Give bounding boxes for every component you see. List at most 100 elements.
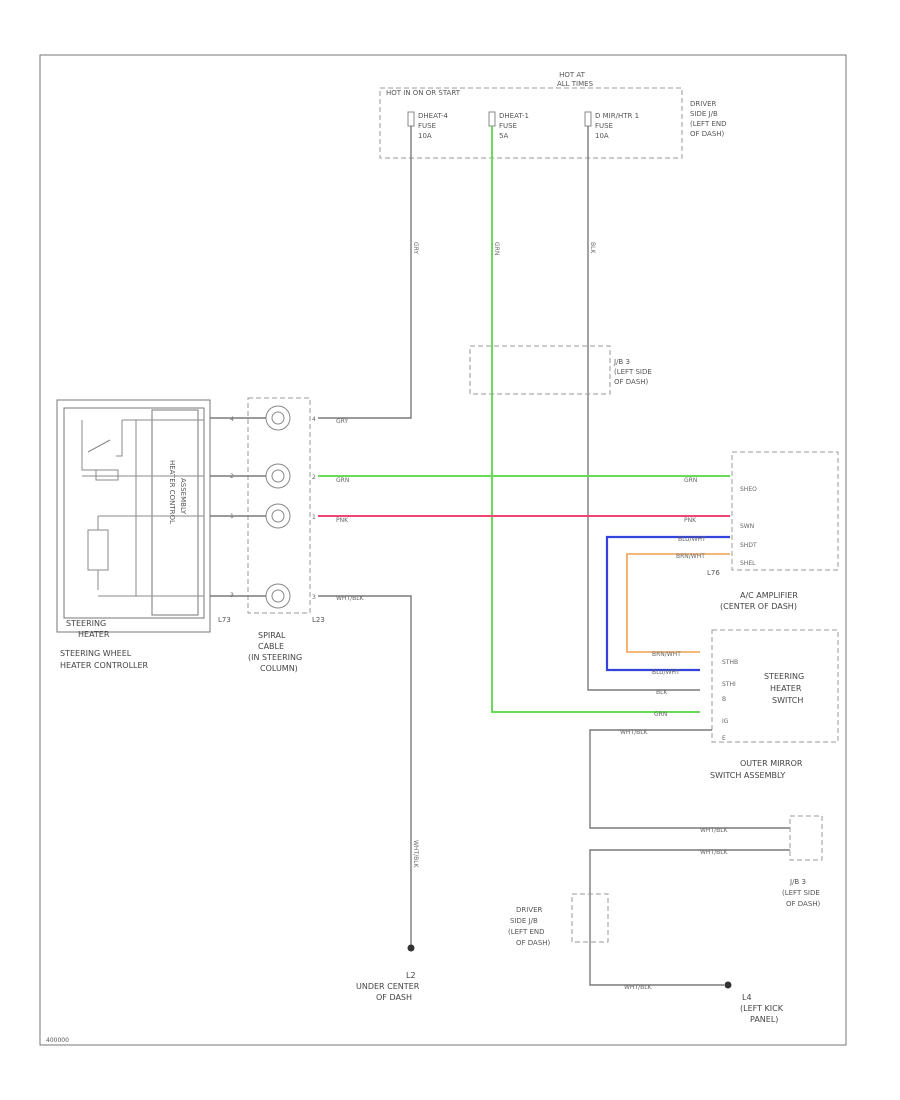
- svg-text:BRN/WHT: BRN/WHT: [676, 553, 705, 560]
- mirror-pin-b: B: [722, 696, 726, 703]
- mirror-pin-ig: IG: [722, 718, 729, 725]
- mirror-pin-e: E: [722, 735, 726, 742]
- ground-l2-name: L2: [406, 971, 416, 980]
- hot-in-on-label: HOT IN ON OR START: [386, 89, 461, 97]
- driver-jb-label-1: DRIVER: [516, 906, 543, 914]
- jb3-top-label-2: (LEFT SIDE: [614, 368, 652, 376]
- wire-gry-vertical: GRY GRY: [318, 126, 419, 425]
- wire-wht-blk-jb: WHT/BLK WHT/BLK: [589, 849, 790, 991]
- svg-text:PNK: PNK: [684, 517, 697, 524]
- ac-connector: L76: [707, 569, 720, 577]
- driver-jb-label-4: OF DASH): [516, 939, 551, 947]
- spiral-coil-1: [265, 405, 291, 431]
- jb3-top-label-1: J/B 3: [613, 358, 630, 366]
- controller-inner-label-1: HEATER CONTROL: [168, 460, 176, 524]
- controller-inner-label-2: ASSEMBLY: [179, 478, 187, 515]
- fuse-d-mir-htr-1: D MIR/HTR 1 FUSE 10A: [584, 111, 639, 140]
- ground-l4-label-1: (LEFT KICK: [740, 1004, 784, 1013]
- spiral-pin-2: 2: [312, 474, 316, 481]
- ground-l2: L2 UNDER CENTER OF DASH: [356, 944, 420, 1002]
- mirror-name-1: OUTER MIRROR: [740, 759, 803, 768]
- ground-l4-label-2: PANEL): [750, 1015, 778, 1024]
- ground-l2-label-2: OF DASH: [376, 993, 412, 1002]
- svg-text:5A: 5A: [499, 132, 508, 140]
- svg-text:GRN: GRN: [654, 711, 667, 718]
- svg-text:10A: 10A: [595, 132, 609, 140]
- spiral-coil-4: [265, 583, 291, 609]
- jb3-bottom: J/B 3 (LEFT SIDE OF DASH): [782, 815, 823, 908]
- ac-pin-sheo: SHEO: [740, 486, 757, 493]
- svg-text:BLU/WHT: BLU/WHT: [652, 669, 680, 676]
- junction-top-label-4: OF DASH): [690, 130, 725, 138]
- jb3-top: J/B 3 (LEFT SIDE OF DASH): [469, 345, 652, 395]
- spiral-name-3: (IN STEERING: [248, 653, 302, 662]
- svg-text:GRY: GRY: [336, 418, 348, 425]
- spiral-pin-4: 4: [312, 416, 316, 423]
- wire-blk-vertical: BLK BLK: [587, 126, 700, 696]
- wire-wht-blk-mirror: WHT/BLK WHT/BLK: [589, 729, 790, 834]
- svg-text:GRN: GRN: [336, 477, 349, 484]
- svg-text:BLU/WHT: BLU/WHT: [678, 536, 706, 543]
- ground-l4-name: L4: [742, 993, 752, 1002]
- jb3-top-label-3: OF DASH): [614, 378, 649, 386]
- junction-top-label-3: (LEFT END: [690, 120, 727, 128]
- svg-text:WHT/BLK: WHT/BLK: [700, 849, 729, 856]
- junction-top-label-2: SIDE J/B: [690, 110, 718, 118]
- svg-text:WHT/BLK: WHT/BLK: [624, 984, 653, 991]
- svg-text:WHT/BLK: WHT/BLK: [412, 840, 419, 869]
- svg-text:BLK: BLK: [589, 242, 596, 254]
- svg-text:GRN: GRN: [684, 477, 697, 484]
- ground-l2-label-1: UNDER CENTER: [356, 982, 420, 991]
- heater-controller: HEATER CONTROL ASSEMBLY STEERING HEATER …: [56, 399, 231, 670]
- spiral-name-1: SPIRAL: [258, 631, 286, 640]
- jb3-bottom-label-3: OF DASH): [786, 900, 821, 908]
- fuse-dheat-1: DHEAT-1 FUSE 5A: [488, 111, 529, 140]
- diagram-border: [39, 54, 847, 1046]
- svg-text:10A: 10A: [418, 132, 432, 140]
- driver-jb-bottom: DRIVER SIDE J/B (LEFT END OF DASH): [508, 893, 609, 947]
- ac-amplifier: SHEO SWN SHDT SHEL L76 A/C AMPLIFIER (CE…: [707, 451, 839, 611]
- mirror-pin-sthb: STHB: [722, 659, 738, 666]
- spiral-pin-3: 3: [312, 594, 316, 601]
- svg-text:GRN: GRN: [493, 242, 500, 255]
- svg-text:PNK: PNK: [336, 517, 349, 524]
- spiral-connector: L23: [312, 616, 325, 624]
- spiral-pin-1: 1: [312, 514, 316, 521]
- svg-text:WHT/BLK: WHT/BLK: [620, 729, 649, 736]
- svg-text:WHT/BLK: WHT/BLK: [336, 595, 365, 602]
- hot-at-label-2: ALL TIMES: [557, 80, 594, 88]
- steering-heater-label-2: HEATER: [78, 630, 110, 639]
- svg-text:DHEAT-1: DHEAT-1: [499, 112, 529, 120]
- controller-name-1: STEERING WHEEL: [60, 649, 132, 658]
- wire-wht-blk-ground: WHT/BLK WHT/BLK: [318, 595, 419, 946]
- driver-jb-label-2: SIDE J/B: [510, 917, 538, 925]
- fuse-dheat-4: DHEAT-4 FUSE 10A: [407, 111, 448, 140]
- hot-at-label-1: HOT AT: [559, 71, 586, 79]
- wire-blu-loop: BLU/WHT BLU/WHT: [605, 535, 730, 676]
- mirror-sub-name-1: STEERING: [764, 672, 804, 681]
- steering-heater-label-1: STEERING: [66, 619, 106, 628]
- driver-jb-label-3: (LEFT END: [508, 928, 545, 936]
- spiral-coil-2: [265, 463, 291, 489]
- mirror-pin-sthi: STHI: [722, 681, 736, 688]
- fuse-junction-top: HOT IN ON OR START DRIVER SIDE J/B (LEFT…: [379, 87, 727, 159]
- wire-pnk-horizontal: PNK PNK: [318, 515, 730, 524]
- ac-pin-swn: SWN: [740, 523, 754, 530]
- ac-amp-name-2: (CENTER OF DASH): [720, 602, 797, 611]
- svg-text:D MIR/HTR 1: D MIR/HTR 1: [595, 112, 639, 120]
- jb3-bottom-label-2: (LEFT SIDE: [782, 889, 820, 897]
- spiral-coil-3: [265, 503, 291, 529]
- svg-text:FUSE: FUSE: [595, 122, 613, 130]
- ac-amp-name-1: A/C AMPLIFIER: [740, 591, 798, 600]
- controller-pin-4: 4: [230, 416, 234, 423]
- ac-pin-shel: SHEL: [740, 560, 756, 567]
- wire-orange-loop: BRN/WHT BRN/WHT: [626, 553, 730, 658]
- svg-text:GRY: GRY: [412, 242, 419, 254]
- jb3-bottom-label-1: J/B 3: [789, 878, 806, 886]
- wire-grn-vertical: GRN GRN: [491, 126, 700, 718]
- mirror-sub-name-3: SWITCH: [772, 696, 803, 705]
- spiral-cable: SPIRAL CABLE (IN STEERING COLUMN) L23 4 …: [210, 397, 325, 673]
- mirror-name-2: SWITCH ASSEMBLY: [710, 771, 785, 780]
- wire-grn-horizontal: GRN GRN: [318, 475, 730, 484]
